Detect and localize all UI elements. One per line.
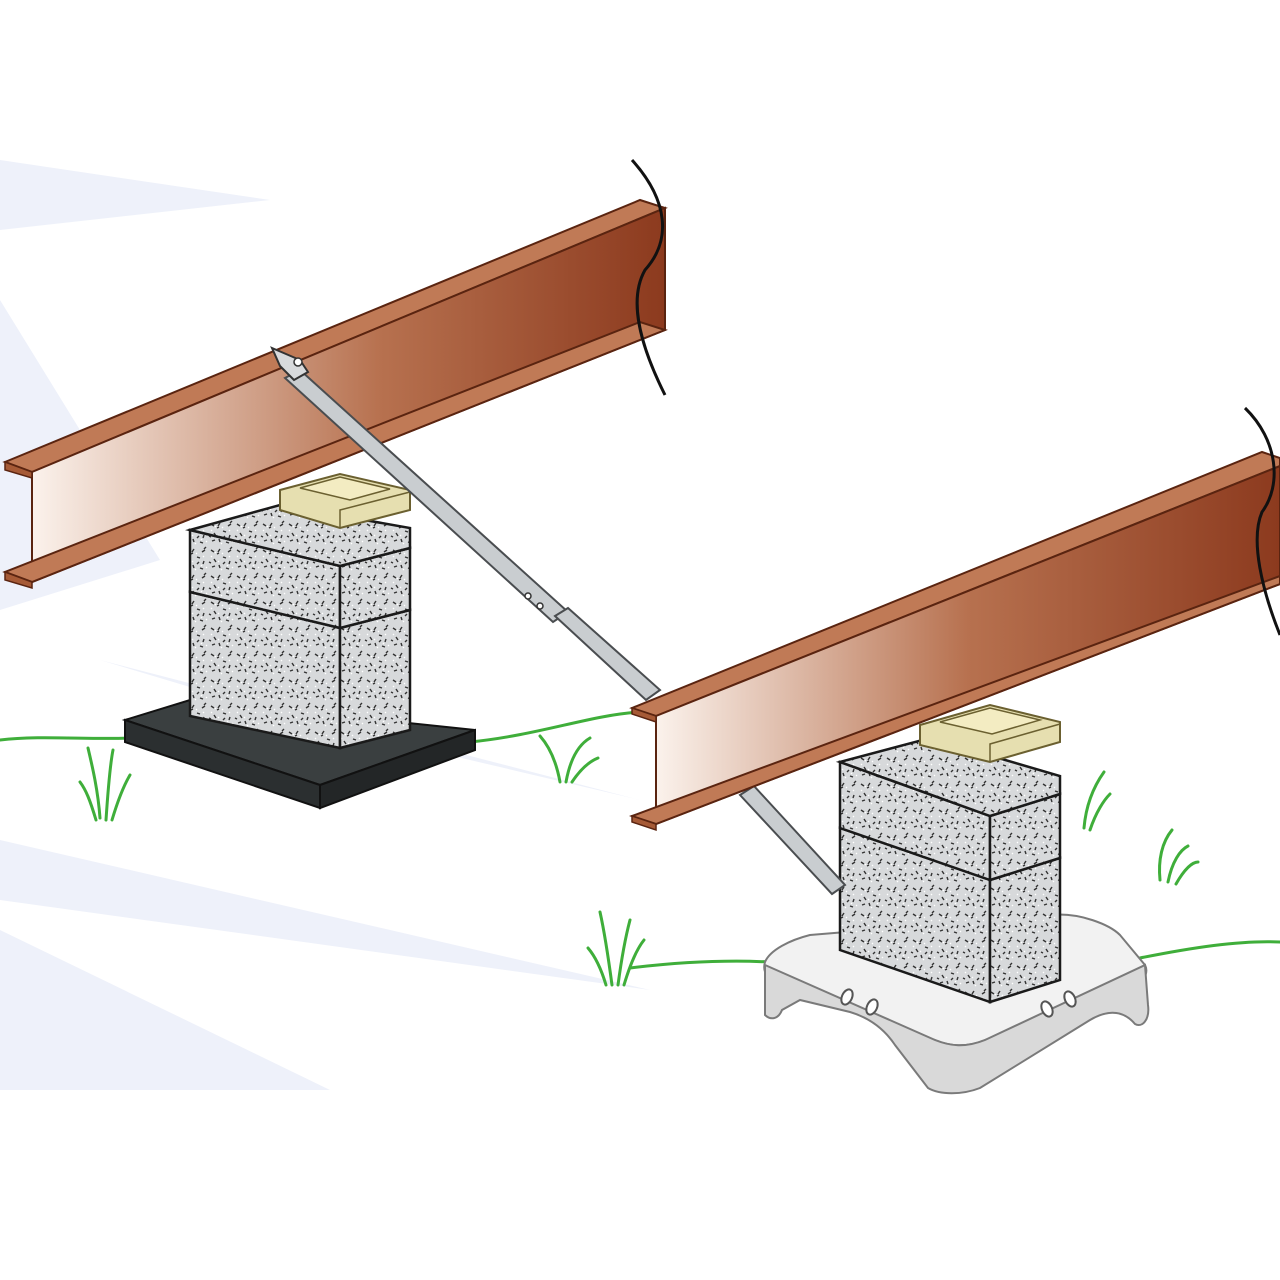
cmu-pier-right bbox=[835, 703, 1062, 1004]
steel-i-beam-left bbox=[2, 158, 668, 590]
steel-i-beam-right bbox=[628, 406, 1280, 832]
diagonal-strut bbox=[270, 346, 847, 896]
grass-tuft bbox=[1082, 770, 1112, 832]
grass-tuft bbox=[586, 910, 646, 987]
grass-tuft bbox=[78, 746, 132, 822]
cmu-pier-left bbox=[185, 472, 412, 750]
grass-tuft bbox=[1158, 828, 1200, 886]
ground-line bbox=[0, 710, 1280, 970]
grass-tuft bbox=[538, 734, 600, 784]
